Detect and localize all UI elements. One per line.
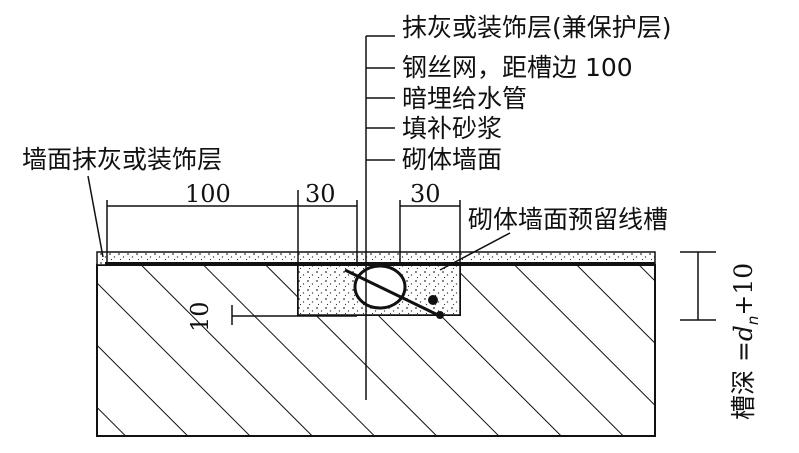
- groove-depth-label: 槽深 =dn+10: [729, 263, 762, 420]
- fastener-tip: [436, 311, 444, 319]
- label-plaster-finish-protect: 抹灰或装饰层(兼保护层): [402, 13, 672, 42]
- label-concealed-pipe: 暗埋给水管: [402, 84, 527, 113]
- label-wall-plaster: 墙面抹灰或装饰层: [22, 145, 222, 174]
- label-reserved-groove: 砌体墙面预留线槽: [468, 205, 668, 234]
- label-wire-mesh: 钢丝网，距槽边 100: [402, 53, 633, 82]
- reserved-groove-leader: [439, 232, 511, 271]
- label-fill-mortar: 填补砂浆: [402, 114, 502, 143]
- fastener-head: [428, 295, 438, 305]
- dim-30-right-label: 30: [410, 180, 441, 208]
- dim-10-label: 10: [186, 301, 214, 332]
- dim-100-label: 100: [185, 180, 231, 208]
- mesh-fastener: [344, 268, 441, 318]
- label-masonry-surface: 砌体墙面: [402, 145, 502, 174]
- wall-plaster-leader: [87, 175, 104, 258]
- dim-30-left-label: 30: [305, 180, 336, 208]
